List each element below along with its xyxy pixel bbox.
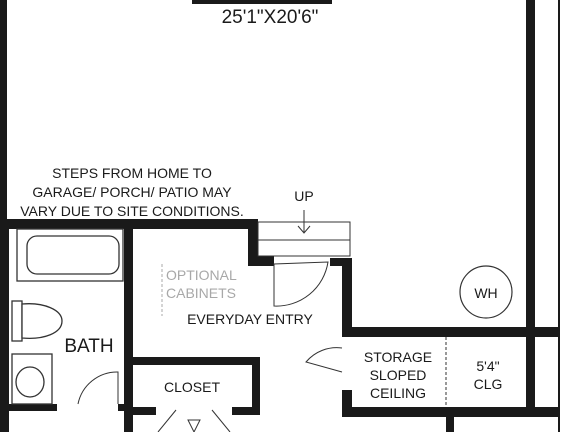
site-note-line-1: STEPS FROM HOME TO — [52, 165, 212, 181]
water-heater-icon — [459, 265, 513, 319]
ceiling-height-line-1: 5'4" — [476, 358, 499, 374]
door-swings — [77, 261, 343, 432]
stairs-arrow-head — [297, 225, 311, 234]
wall-closet-top — [124, 357, 260, 365]
step-lower — [257, 239, 351, 257]
site-note-line-3: VARY DUE TO SITE CONDITIONS. — [20, 203, 244, 219]
garage-walls — [0, 0, 560, 432]
wall-storage-right — [526, 327, 535, 417]
wall-storage-left — [342, 390, 352, 417]
tub-outer — [16, 228, 124, 282]
wall-step-bottom — [248, 256, 274, 266]
toilet — [11, 300, 63, 342]
wall-bath-left — [0, 219, 9, 432]
far-right-wall — [558, 0, 560, 432]
vanity-counter — [11, 353, 53, 405]
toilet-tank — [11, 300, 23, 342]
bathtub — [16, 228, 124, 282]
stairs-up-label: UP — [294, 188, 313, 204]
wall-step-right-post — [330, 258, 352, 266]
toilet-bowl — [21, 303, 63, 339]
wall-bath-entry-divider — [124, 219, 133, 409]
storage-line-3: CEILING — [370, 385, 426, 401]
clipped-room-title — [192, 0, 332, 4]
vanity-sink — [11, 353, 53, 405]
ceiling-height-line-2: CLG — [474, 376, 503, 392]
storage-line-2: SLOPED — [370, 367, 427, 383]
bath-left-wall-gap — [9, 229, 13, 404]
bath-door-swing — [77, 371, 119, 405]
wall-closet-right — [252, 357, 260, 415]
wall-closet-bottom-right — [232, 407, 260, 415]
bath-label: BATH — [64, 336, 113, 357]
wall-bottom-right-stub — [446, 417, 454, 432]
garage-steps — [257, 210, 351, 257]
step-door-swing — [273, 261, 329, 307]
closet-door-left — [157, 409, 177, 432]
optional-cabinets-line-2: CABINETS — [166, 285, 236, 301]
wall-closet-left — [124, 357, 133, 432]
water-heater-label: WH — [474, 285, 497, 301]
wall-storage-bottom — [342, 407, 560, 417]
site-note-line-2: GARAGE/ PORCH/ PATIO MAY — [32, 184, 232, 200]
tub-inner — [26, 235, 120, 275]
right-outer-wall — [526, 0, 535, 338]
storage-line-1: STORAGE — [364, 349, 432, 365]
storage-door-swing — [305, 347, 343, 373]
wall-closet-bottom-left — [124, 407, 156, 415]
optional-cabinets-line-1: OPTIONAL — [166, 267, 237, 283]
everyday-entry-label: EVERYDAY ENTRY — [187, 311, 313, 327]
closet-label: CLOSET — [164, 379, 220, 395]
interior-walls — [0, 219, 560, 432]
room-dimensions: 25'1"X20'6" — [222, 7, 319, 28]
wall-storage-top — [342, 327, 560, 337]
left-outer-wall — [0, 0, 7, 226]
wall-entry-right — [342, 258, 352, 330]
closet-door-right — [211, 409, 231, 432]
wall-top-step-segment — [248, 219, 258, 260]
closet-door-center — [187, 419, 201, 432]
sink-basin — [15, 366, 45, 398]
wall-bath-bottom-left — [9, 404, 57, 411]
